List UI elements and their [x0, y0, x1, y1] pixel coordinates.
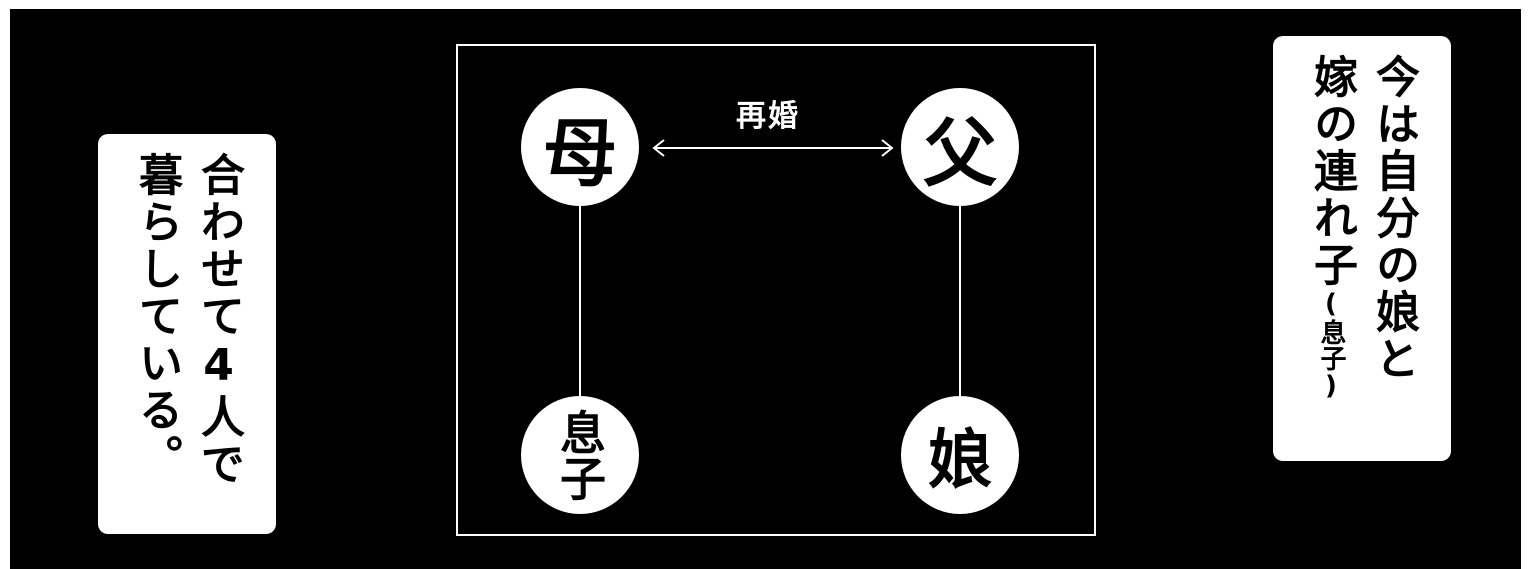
right-caption-box: 今は自分の娘と嫁の連れ子(息子)	[1273, 36, 1451, 461]
right-caption-text: 今は自分の娘と嫁の連れ子(息子)	[1300, 36, 1424, 401]
right-caption-line-1: 今は自分の娘と	[1368, 54, 1419, 383]
left-caption-line-1: 合わせて4人で	[193, 152, 244, 488]
left-caption-text: 合わせて4人で暮らしている。	[125, 134, 249, 488]
remarriage-label: 再婚	[736, 99, 800, 134]
mother-son-line	[579, 204, 581, 399]
left-caption-box: 合わせて4人で暮らしている。	[98, 134, 276, 534]
remarriage-arrow	[652, 139, 894, 157]
son-node: 息子	[521, 396, 639, 514]
mother-node: 母	[521, 88, 639, 206]
daughter-node: 娘	[901, 396, 1019, 514]
father-daughter-line	[959, 204, 961, 399]
right-caption-line-2-small: (息子)	[1316, 289, 1346, 401]
father-node: 父	[901, 88, 1019, 206]
right-caption-line-2: 嫁の連れ子	[1306, 54, 1357, 289]
comic-panel: 合わせて4人で暮らしている。 再婚 母 父 息子 娘 今は自分の娘と嫁の連れ子(…	[10, 9, 1521, 569]
family-diagram: 再婚 母 父 息子 娘	[456, 44, 1096, 536]
left-caption-line-2: 暮らしている。	[131, 152, 182, 481]
